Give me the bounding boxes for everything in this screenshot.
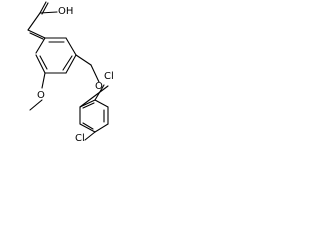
bond-cooh-co-double xyxy=(41,2,49,15)
ring2-inner-3 xyxy=(82,102,95,109)
ring1-inner-2 xyxy=(62,55,73,71)
ring2-inner-2 xyxy=(82,122,94,130)
bond-vinyl-2 xyxy=(27,29,46,39)
bond-cooh-co xyxy=(39,1,47,14)
bond-cl-top xyxy=(79,85,109,108)
ring1-bond-6 xyxy=(35,54,46,74)
bond-ring1-ch2 xyxy=(75,54,92,66)
bond-vinyl-1 xyxy=(27,12,41,31)
ring1-bond-1 xyxy=(35,37,46,54)
molecule-structure: OH O O Cl Cl xyxy=(27,1,114,141)
bond-ome-ch3 xyxy=(29,99,43,111)
ring2-bond-4 xyxy=(79,123,96,133)
ring1-bond-4 xyxy=(65,54,77,74)
atom-cl-top: Cl xyxy=(104,71,114,82)
bond-ring1-ome xyxy=(41,72,46,89)
ring1-bond-3 xyxy=(65,37,77,56)
structure-canvas: OH O O Cl Cl xyxy=(0,0,122,141)
ring1-inner-3 xyxy=(39,55,48,70)
bond-cooh-oh xyxy=(39,11,58,14)
atom-cl-bottom: Cl xyxy=(75,133,85,141)
atom-ether-o: O xyxy=(95,81,103,92)
bond-vinyl-2-double xyxy=(29,32,44,40)
ring2-bond-6 xyxy=(79,99,96,108)
ring2-bond-3 xyxy=(94,123,109,133)
ring2-bond-1 xyxy=(94,99,109,108)
bond-cl-bottom xyxy=(84,131,96,141)
bond-ch2-o xyxy=(90,64,100,83)
atom-oh: OH xyxy=(58,6,73,17)
atom-methoxy-o: O xyxy=(37,90,45,101)
